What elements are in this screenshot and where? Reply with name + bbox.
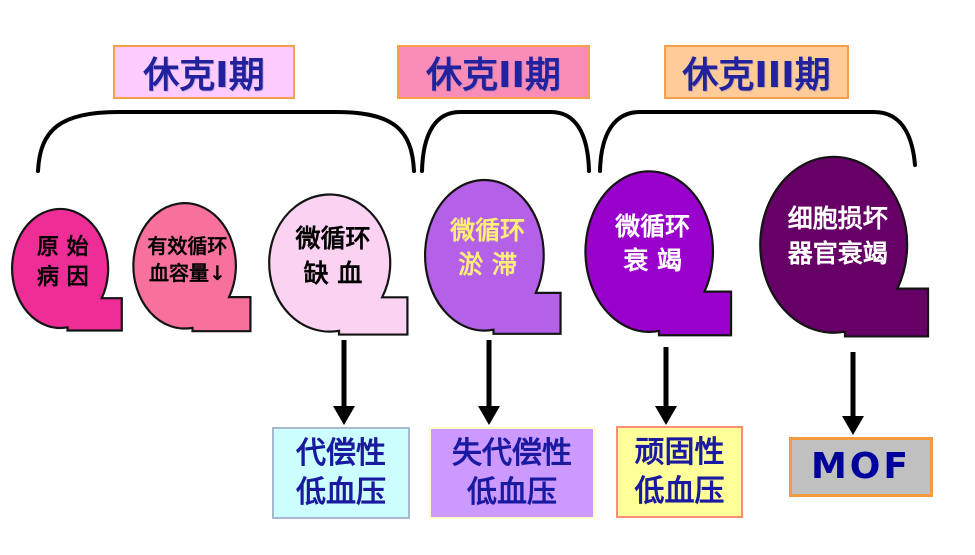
bubble-line2: 淤 滞: [458, 250, 517, 280]
mof-label: MOF: [810, 445, 912, 487]
result-line1: 代偿性: [296, 436, 386, 471]
down-arrow-compensatory: [333, 340, 355, 425]
bubble-line1: 细胞损坏: [787, 204, 888, 234]
result-box-compensatory-hypotension: 代偿性 低血压: [272, 427, 410, 519]
down-arrow-refractory: [655, 347, 677, 425]
bubble-line2: 病 因: [36, 265, 89, 291]
bubble-line1: 原 始: [36, 234, 89, 260]
phase-label-shock-stage-2: 休克II期: [397, 45, 590, 99]
brace-phase-3: [598, 110, 917, 173]
arrow-head: [842, 416, 864, 435]
bubble-line1: 微循环: [295, 224, 371, 254]
bubble-text: 微循环 淤 滞: [420, 180, 555, 317]
bubble-effective-blood-volume-decrease: 有效循环 血容量↓: [129, 199, 256, 338]
result-box-refractory-hypotension: 顽固性 低血压: [616, 426, 743, 518]
arrow-head: [655, 406, 677, 425]
brace-phase-2: [420, 110, 591, 173]
bubble-shape: [12, 209, 122, 331]
bubble-text: 微循环 衰 竭: [580, 171, 725, 317]
result-line2: 低血压: [634, 474, 725, 509]
arrow-shaft: [850, 352, 856, 418]
bubble-microcirculation-stasis: 微循环 淤 滞: [420, 175, 567, 342]
result-line1: 失代偿性: [452, 436, 572, 471]
bubble-shape: [425, 180, 560, 334]
bubble-line2: 血容量↓: [149, 261, 226, 286]
bubble-text: 原 始 病 因: [8, 209, 117, 317]
result-line2: 低血压: [296, 475, 386, 510]
arrow-head: [478, 406, 500, 425]
bubble-line2: 器官衰竭: [787, 238, 888, 268]
down-arrow-decompensated: [478, 340, 500, 425]
bubble-text: 有效循环 血容量↓: [129, 203, 246, 317]
result-line2: 低血压: [467, 475, 557, 510]
result-box-decompensated-hypotension: 失代偿性 低血压: [429, 427, 595, 519]
down-arrow-mof: [842, 352, 864, 435]
bubble-line2: 缺 血: [303, 258, 363, 288]
bubble-shape: [269, 195, 407, 335]
arrow-shaft: [486, 340, 492, 408]
phase-label-shock-stage-3: 休克III期: [664, 45, 849, 99]
bubble-line1: 微循环: [450, 215, 526, 245]
phase-label-shock-stage-1: 休克I期: [113, 45, 295, 99]
bubble-shape: [760, 157, 928, 337]
bubble-line1: 微循环: [615, 211, 691, 241]
bubble-line2: 衰 竭: [623, 246, 683, 276]
bubble-text: 微循环 缺 血: [264, 195, 402, 320]
bubble-shape: [133, 203, 250, 331]
arrow-shaft: [341, 340, 347, 408]
brace-phase-1: [36, 110, 416, 173]
bubble-line1: 有效循环: [147, 233, 228, 258]
arrow-shaft: [663, 347, 669, 408]
bubble-shape: [585, 171, 731, 335]
arrow-head: [333, 406, 355, 425]
bubble-original-cause: 原 始 病 因: [8, 205, 127, 337]
bubble-microcirculation-ischemia: 微循环 缺 血: [264, 190, 414, 342]
result-line1: 顽固性: [634, 435, 725, 470]
result-box-mof: MOF: [789, 437, 933, 497]
bubble-cell-damage-organ-failure: 细胞损坏 器官衰竭: [754, 151, 936, 346]
bubble-text: 细胞损坏 器官衰竭: [754, 157, 921, 317]
bubble-microcirculation-failure: 微循环 衰 竭: [580, 166, 738, 344]
